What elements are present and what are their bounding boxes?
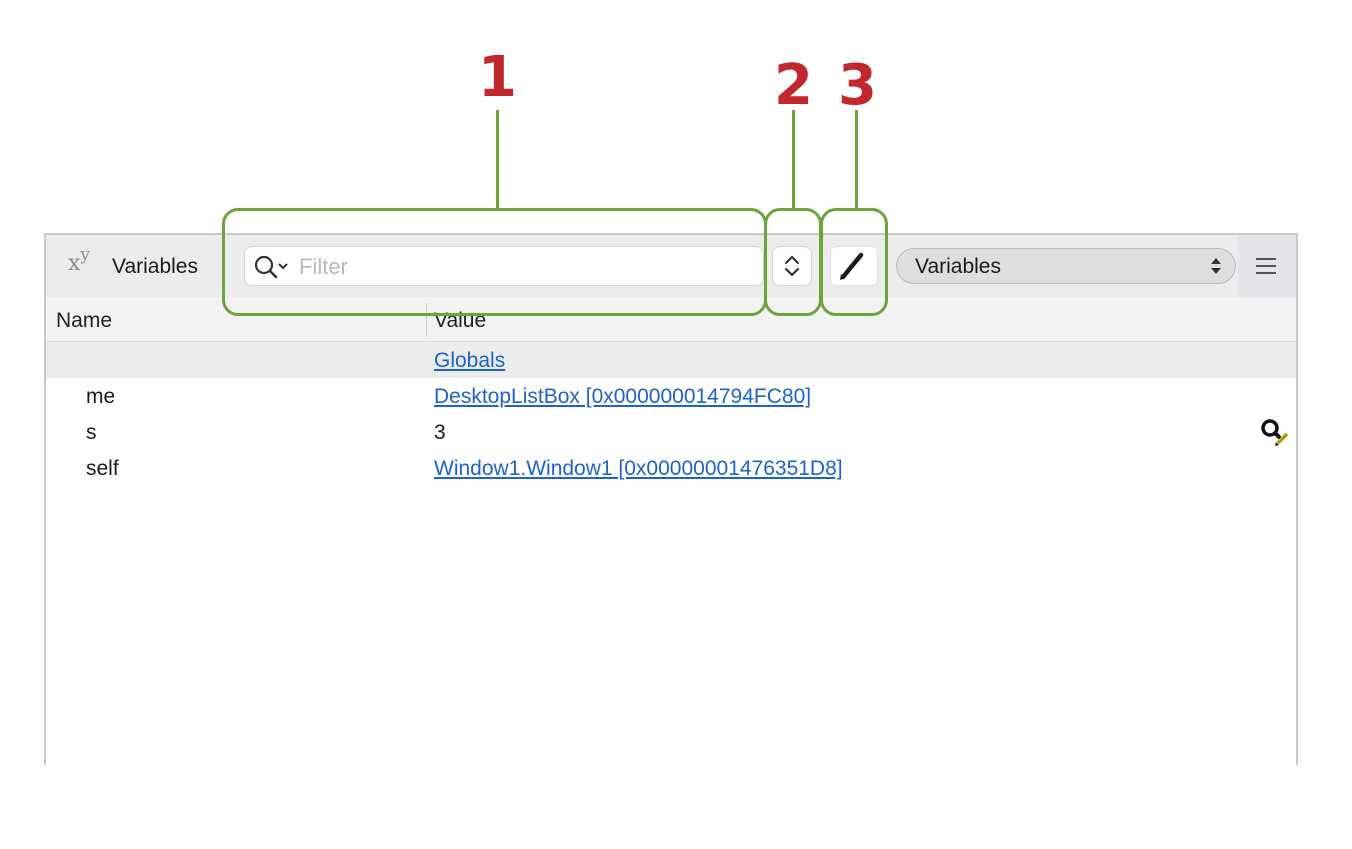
scope-select-value: Variables [915,255,1001,278]
callout-number-1: 1 [478,45,517,110]
menu-button[interactable] [1238,235,1296,297]
table-row[interactable]: self Window1.Window1 [0x00000001476351D8… [46,450,1296,486]
edit-button[interactable] [830,246,878,286]
column-name-header[interactable]: Name [56,309,113,332]
table-row-globals[interactable]: Globals [46,342,1296,378]
magnifier-pencil-icon[interactable] [1260,418,1290,448]
up-down-chevron-icon [784,255,800,277]
pencil-icon [840,252,864,280]
panel-title: Variables [112,255,198,278]
variables-panel: xy Variables Variables [44,233,1298,765]
filter-field[interactable] [244,246,764,286]
callout-line-1 [496,110,499,210]
row-name: s [86,421,97,444]
row-name: self [86,457,119,480]
stepper-button[interactable] [772,246,812,286]
row-value-link[interactable]: DesktopListBox [0x000000014794FC80] [434,385,812,408]
xy-variables-icon: xy [68,245,91,276]
select-arrows-icon [1211,258,1221,274]
hamburger-menu-icon [1256,258,1276,274]
search-icon[interactable] [253,254,293,280]
callout-number-3: 3 [838,53,877,118]
table-row[interactable]: me DesktopListBox [0x000000014794FC80] [46,378,1296,414]
column-divider[interactable] [426,303,427,337]
callout-line-2 [792,110,795,210]
column-value-header[interactable]: Value [434,309,487,332]
callout-number-2: 2 [774,53,813,118]
column-header: Name Value [46,297,1296,342]
row-value: 3 [434,421,446,444]
row-name: me [86,385,116,408]
row-value-link[interactable]: Window1.Window1 [0x00000001476351D8] [434,457,843,480]
filter-input[interactable] [297,253,751,281]
panel-toolbar: xy Variables Variables [46,235,1296,298]
scope-select[interactable]: Variables [896,248,1236,284]
row-value-link[interactable]: Globals [434,349,506,372]
callout-line-3 [855,110,858,210]
table-row[interactable]: s 3 [46,414,1296,450]
